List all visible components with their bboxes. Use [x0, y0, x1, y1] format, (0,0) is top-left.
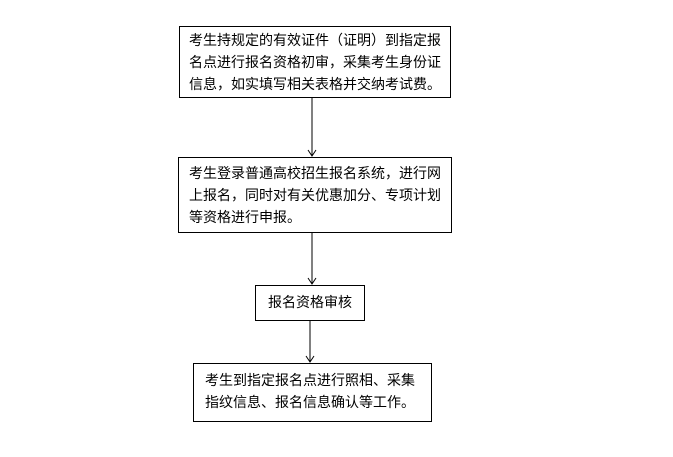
flow-node-step3: 报名资格审核 — [255, 285, 365, 321]
node-text-line: 信息，如实填写相关表格并交纳考试费。 — [189, 77, 441, 93]
down-arrow-icon — [307, 98, 317, 157]
node-text-line: 名点进行报名资格初审，采集考生身份证 — [189, 55, 441, 71]
flow-node-step1: 考生持规定的有效证件（证明）到指定报 名点进行报名资格初审，采集考生身份证 信息… — [179, 26, 451, 98]
flow-node-step4: 考生到指定报名点进行照相、采集 指纹信息、报名信息确认等工作。 — [193, 363, 432, 422]
down-arrow-icon — [305, 321, 315, 363]
down-arrow-icon — [307, 233, 317, 285]
node-text-line: 报名资格审核 — [268, 295, 352, 311]
node-text-line: 考生持规定的有效证件（证明）到指定报 — [189, 33, 441, 49]
node-text-line: 等资格进行申报。 — [189, 210, 301, 226]
node-text-line: 考生到指定报名点进行照相、采集 — [205, 373, 415, 389]
flow-node-step2: 考生登录普通高校招生报名系统，进行网 上报名，同时对有关优惠加分、专项计划 等资… — [178, 157, 452, 233]
node-text-line: 考生登录普通高校招生报名系统，进行网 — [189, 166, 441, 182]
node-text-line: 指纹信息、报名信息确认等工作。 — [205, 395, 415, 411]
node-text-line: 上报名，同时对有关优惠加分、专项计划 — [189, 188, 441, 204]
